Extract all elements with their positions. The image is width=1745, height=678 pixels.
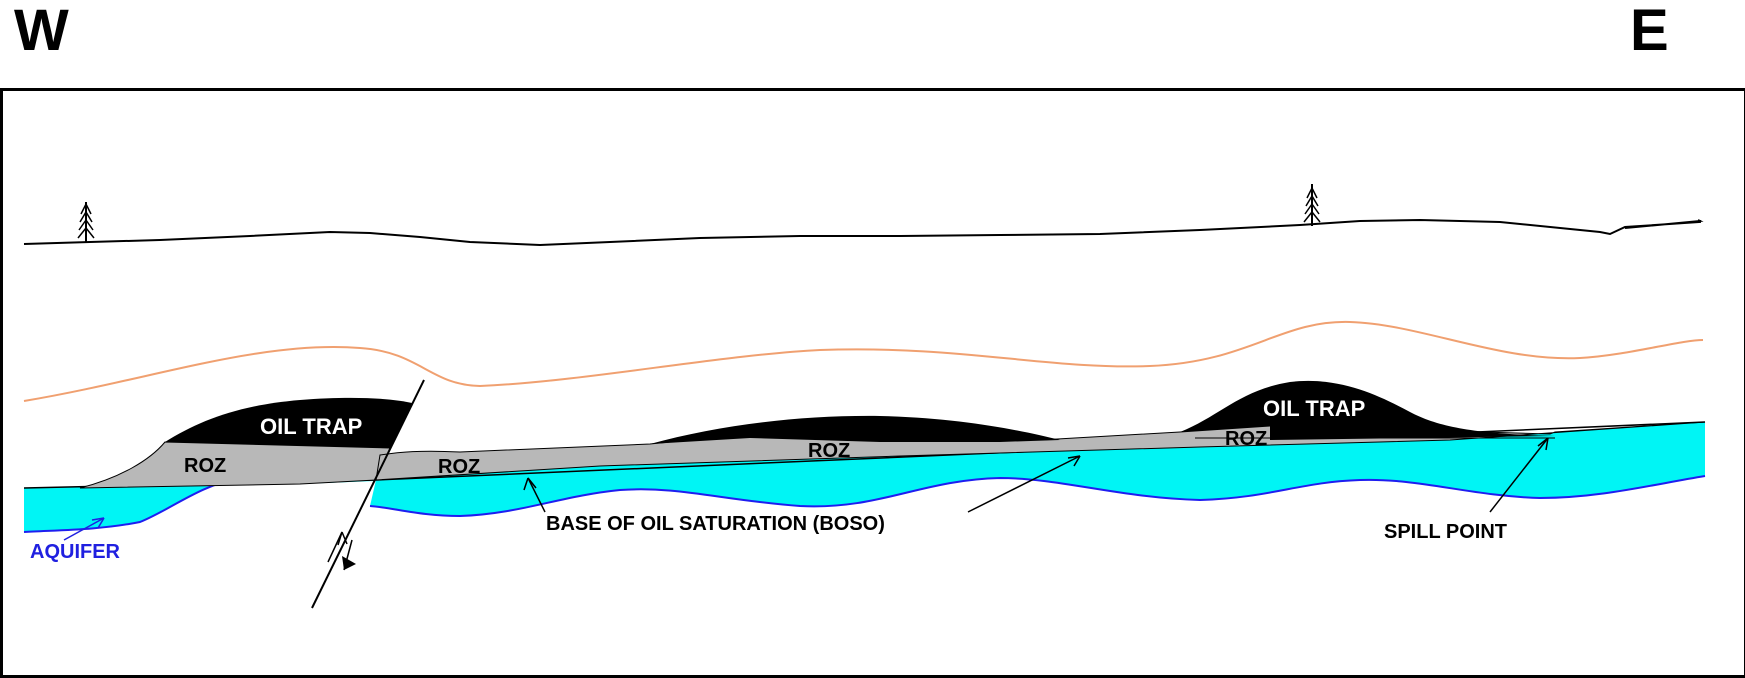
upper-horizon-line	[23, 320, 1704, 402]
tree-icon	[1303, 184, 1321, 226]
oil-trap-east-label: OIL TRAP	[1263, 396, 1365, 421]
fault-slip-arrows-icon	[327, 531, 356, 571]
east-direction-label: E	[1630, 0, 1669, 63]
aquifer-west-base-edge	[23, 477, 241, 533]
tree-icon	[77, 202, 95, 242]
boso-leader-east	[967, 455, 1081, 513]
roz-label-west: ROZ	[184, 455, 226, 477]
roz-west-zone	[79, 441, 391, 489]
cross-section-frame	[0, 88, 1745, 678]
aquifer-east-base-edge	[369, 475, 1706, 518]
roz-label-fault: ROZ	[438, 456, 480, 478]
aquifer-leader	[63, 517, 105, 541]
aquifer-west-block	[24, 471, 375, 532]
aquifer-label: AQUIFER	[30, 541, 121, 563]
spill-point-leader	[1489, 437, 1549, 513]
oil-trap-central	[650, 415, 1060, 444]
boso-label: BASE OF OIL SATURATION (BOSO)	[546, 513, 885, 535]
fault-line	[311, 379, 425, 609]
boso-leader-west	[527, 477, 546, 513]
roz-label-east: ROZ	[1225, 428, 1267, 450]
oil-trap-west	[165, 397, 412, 448]
aquifer-east-block	[370, 422, 1705, 516]
spill-point-label: SPILL POINT	[1384, 521, 1507, 543]
oil-trap-west-label: OIL TRAP	[260, 414, 362, 439]
oil-trap-east	[1180, 380, 1555, 440]
roz-label-central: ROZ	[808, 440, 850, 462]
west-direction-label: W	[14, 0, 69, 63]
ground-surface-line	[23, 218, 1704, 247]
